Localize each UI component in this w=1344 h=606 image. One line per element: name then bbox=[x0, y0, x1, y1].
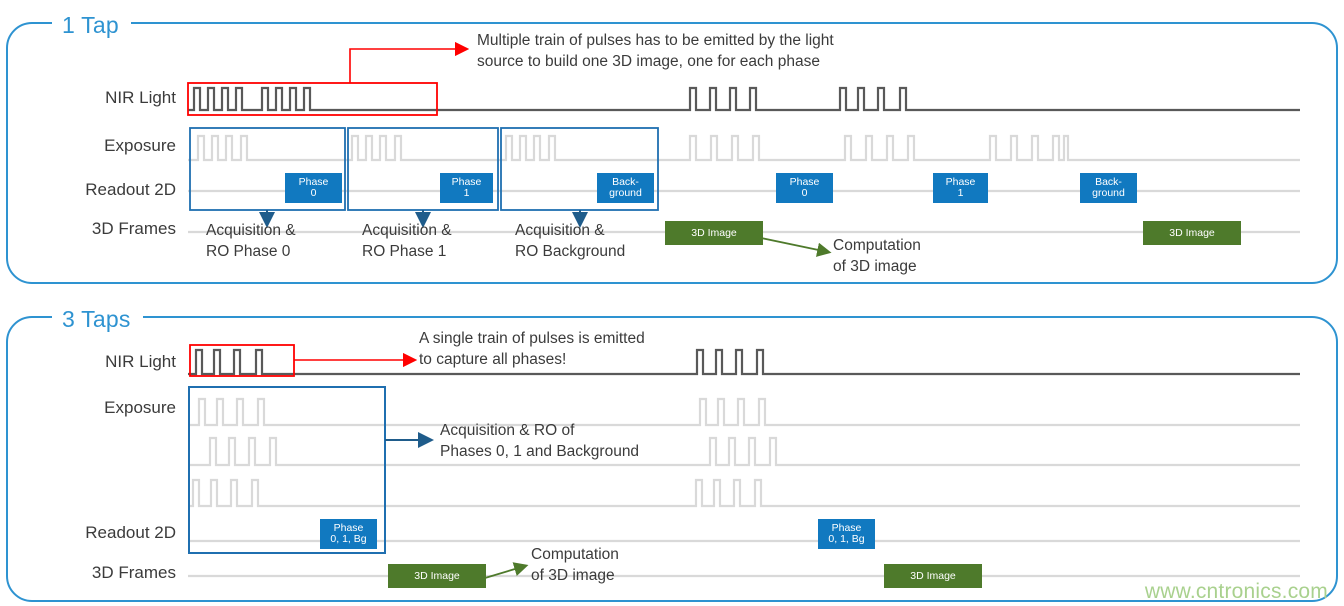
panel-three-taps bbox=[6, 316, 1338, 602]
readout-chip-phase-0-b[interactable]: Phase 0 bbox=[776, 173, 833, 203]
computation-note-one-tap: Computation of 3D image bbox=[833, 237, 921, 275]
chip-line-1: Phase bbox=[333, 522, 364, 535]
label-exposure-one-tap: Exposure bbox=[104, 136, 176, 155]
readout-chip-background-b[interactable]: Back- ground bbox=[1080, 173, 1137, 203]
signal-nir-light-three-taps bbox=[188, 348, 1300, 376]
label-nir-light-one-tap: NIR Light bbox=[105, 88, 176, 107]
chip-line-1: Phase bbox=[298, 176, 329, 189]
chip-line-2: 1 bbox=[463, 187, 470, 199]
chip-line-1: Phase bbox=[831, 522, 862, 535]
chip-label: 3D Image bbox=[910, 569, 956, 582]
acquisition-box-all-phases bbox=[188, 386, 386, 554]
chip-line-2: 0, 1, Bg bbox=[330, 533, 367, 545]
readout-chip-background-a[interactable]: Back- ground bbox=[597, 173, 654, 203]
signal-exposure-tap2 bbox=[188, 478, 1300, 508]
chip-line-1: Back- bbox=[1095, 176, 1122, 189]
acquisition-note-phase1: Acquisition & RO Phase 1 bbox=[362, 222, 452, 260]
panel-title-one-tap: 1 Tap bbox=[52, 12, 131, 38]
nir-highlight-box-one-tap bbox=[187, 82, 438, 116]
signal-exposure-one-tap bbox=[188, 134, 1300, 162]
frame-chip-3d-image-d[interactable]: 3D Image bbox=[884, 564, 982, 588]
computation-note-three-taps: Computation of 3D image bbox=[531, 546, 619, 584]
frame-chip-3d-image-b[interactable]: 3D Image bbox=[1143, 221, 1241, 245]
label-readout-2d-three-taps: Readout 2D bbox=[85, 523, 176, 542]
acquisition-note-phase0: Acquisition & RO Phase 0 bbox=[206, 222, 296, 260]
computation-arrow-three-taps bbox=[484, 562, 529, 579]
chip-line-1: Back- bbox=[612, 176, 639, 189]
frame-chip-3d-image-a[interactable]: 3D Image bbox=[665, 221, 763, 245]
chip-label: 3D Image bbox=[414, 569, 460, 582]
acquisition-note-background: Acquisition & RO Background bbox=[515, 222, 626, 260]
callout-note-three-taps: A single train of pulses is emitted to c… bbox=[419, 330, 645, 368]
label-3d-frames-one-tap: 3D Frames bbox=[91, 219, 176, 238]
readout-chip-phase-0-a[interactable]: Phase 0 bbox=[285, 173, 342, 203]
chip-line-2: ground bbox=[609, 187, 642, 199]
signal-exposure-tap0 bbox=[188, 397, 1300, 427]
chip-line-1: Phase bbox=[451, 176, 482, 189]
label-nir-light-three-taps: NIR Light bbox=[105, 352, 176, 371]
chip-line-1: Phase bbox=[789, 176, 820, 189]
label-3d-frames-three-taps: 3D Frames bbox=[91, 563, 176, 582]
computation-arrow-one-tap bbox=[760, 237, 832, 257]
chip-line-2: 0, 1, Bg bbox=[828, 533, 865, 545]
label-readout-2d-one-tap: Readout 2D bbox=[85, 180, 176, 199]
chip-label: 3D Image bbox=[691, 226, 737, 239]
panel-one-tap bbox=[6, 22, 1338, 284]
chip-line-1: Phase bbox=[945, 176, 976, 189]
chip-label: 3D Image bbox=[1169, 226, 1215, 239]
nir-highlight-box-three-taps bbox=[189, 344, 295, 377]
site-watermark: www.cntronics.com bbox=[1144, 580, 1328, 603]
chip-line-2: 0 bbox=[310, 187, 317, 199]
readout-chip-all-phases-a[interactable]: Phase 0, 1, Bg bbox=[320, 519, 377, 549]
frame-chip-3d-image-c[interactable]: 3D Image bbox=[388, 564, 486, 588]
readout-chip-all-phases-b[interactable]: Phase 0, 1, Bg bbox=[818, 519, 875, 549]
readout-chip-phase-1-a[interactable]: Phase 1 bbox=[440, 173, 493, 203]
callout-leader-one-tap bbox=[349, 41, 470, 83]
chip-line-2: ground bbox=[1092, 187, 1125, 199]
chip-line-2: 0 bbox=[801, 187, 808, 199]
signal-exposure-tap1 bbox=[188, 436, 1300, 467]
callout-note-one-tap: Multiple train of pulses has to be emitt… bbox=[477, 32, 834, 70]
panel-title-three-taps: 3 Taps bbox=[52, 306, 143, 332]
acquisition-note-three-taps: Acquisition & RO of Phases 0, 1 and Back… bbox=[440, 422, 640, 460]
signal-nir-light-one-tap bbox=[188, 86, 1300, 112]
chip-line-2: 1 bbox=[957, 187, 964, 199]
readout-chip-phase-1-b[interactable]: Phase 1 bbox=[933, 173, 988, 203]
label-exposure-three-taps: Exposure bbox=[104, 398, 176, 417]
